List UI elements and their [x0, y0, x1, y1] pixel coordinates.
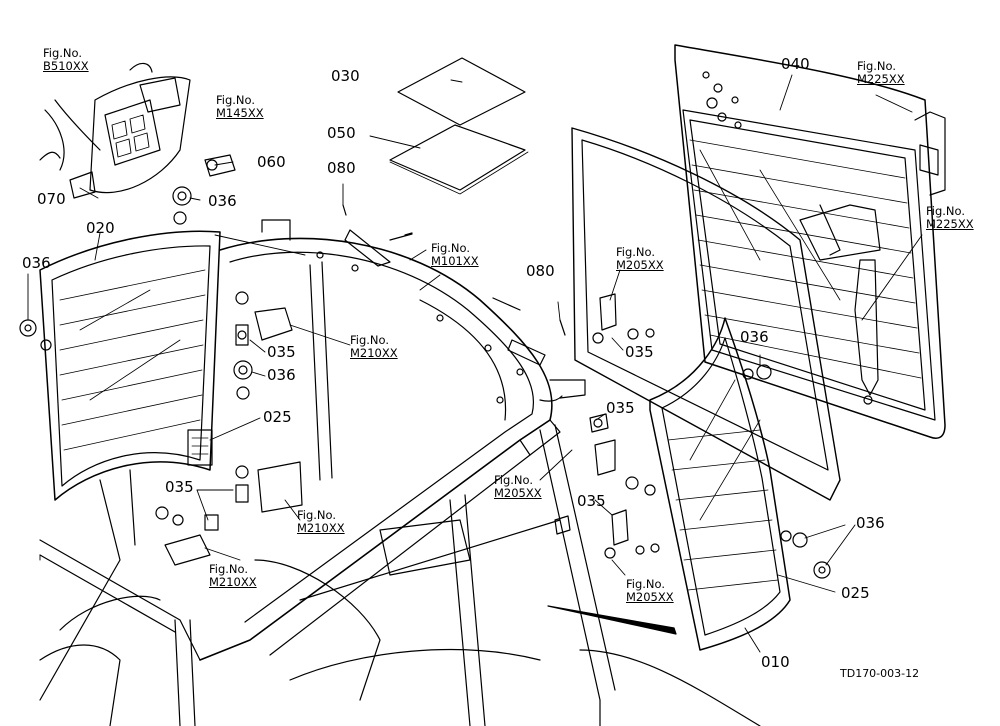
fig-ref-number: M210XX [297, 521, 345, 536]
part-label-040: 040 [781, 55, 810, 73]
fig-ref-m225xx: Fig.No. M225XX [857, 59, 905, 87]
part-label-080: 080 [327, 159, 356, 177]
cab-frame [40, 220, 760, 726]
part-label-080: 080 [526, 262, 555, 280]
drawing-code: TD170-003-12 [840, 667, 920, 680]
part-label-050: 050 [327, 124, 356, 142]
leader-lines [28, 75, 922, 652]
part-label-025: 025 [841, 584, 870, 602]
fig-ref-number: M101XX [431, 254, 479, 269]
part-label-036: 036 [208, 192, 237, 210]
fig-ref-prefix: Fig.No. [43, 46, 83, 60]
fig-ref-number: M145XX [216, 106, 264, 121]
fig-ref-prefix: Fig.No. [616, 245, 656, 259]
door-glass-010 [650, 318, 790, 650]
part-label-010: 010 [761, 653, 790, 671]
fig-ref-prefix: Fig.No. [350, 333, 390, 347]
fig-ref-prefix: Fig.No. [297, 508, 337, 522]
fig-ref-number: M205XX [616, 258, 664, 273]
fig-ref-number: M210XX [209, 575, 257, 590]
sheet-050 [390, 125, 528, 194]
part-label-036: 036 [22, 254, 51, 272]
fig-ref-m205xx: Fig.No. M205XX [616, 245, 664, 273]
fig-ref-m145xx: Fig.No. M145XX [216, 93, 264, 121]
fig-ref-prefix: Fig.No. [209, 562, 249, 576]
fig-ref-number: M225XX [857, 72, 905, 87]
arrow-wedge [548, 606, 676, 634]
fig-ref-m205xx: Fig.No. M205XX [494, 473, 542, 501]
part-label-036: 036 [856, 514, 885, 532]
fig-ref-m205xx: Fig.No. M205XX [626, 577, 674, 605]
fig-ref-m210xx: Fig.No. M210XX [209, 562, 257, 590]
fig-ref-prefix: Fig.No. [494, 473, 534, 487]
sheet-030 [398, 58, 525, 125]
part-label-060: 060 [257, 153, 286, 171]
door-glass-upper [572, 128, 840, 500]
fig-ref-prefix: Fig.No. [857, 59, 897, 73]
fig-ref-number: M205XX [626, 590, 674, 605]
fig-ref-b510xx: Fig.No. B510XX [43, 46, 89, 74]
fig-ref-m210xx: Fig.No. M210XX [297, 508, 345, 536]
part-label-035: 035 [577, 492, 606, 510]
part-label-035: 035 [165, 478, 194, 496]
window-grid-lines [690, 140, 921, 378]
fig-ref-m225xx: Fig.No. M225XX [926, 204, 974, 232]
fig-ref-prefix: Fig.No. [626, 577, 666, 591]
fig-ref-m101xx: Fig.No. M101XX [431, 241, 479, 269]
part-label-036: 036 [267, 366, 296, 384]
fig-ref-prefix: Fig.No. [926, 204, 966, 218]
part-label-025: 025 [263, 408, 292, 426]
part-label-035: 035 [267, 343, 296, 361]
part-label-036: 036 [740, 328, 769, 346]
fig-ref-number: M205XX [494, 486, 542, 501]
door-glass-020 [40, 231, 220, 500]
part-label-030: 030 [331, 67, 360, 85]
fig-ref-number: B510XX [43, 59, 89, 74]
fig-ref-prefix: Fig.No. [216, 93, 256, 107]
fig-ref-number: M225XX [926, 217, 974, 232]
part-label-035: 035 [625, 343, 654, 361]
fasteners [20, 187, 830, 578]
part-label-070: 070 [37, 190, 66, 208]
fig-ref-number: M210XX [350, 346, 398, 361]
control-panel-assembly [40, 63, 235, 198]
part-label-020: 020 [86, 219, 115, 237]
fig-ref-prefix: Fig.No. [431, 241, 471, 255]
part-label-035: 035 [606, 399, 635, 417]
rear-window-040 [675, 45, 945, 438]
fig-ref-m210xx: Fig.No. M210XX [350, 333, 398, 361]
